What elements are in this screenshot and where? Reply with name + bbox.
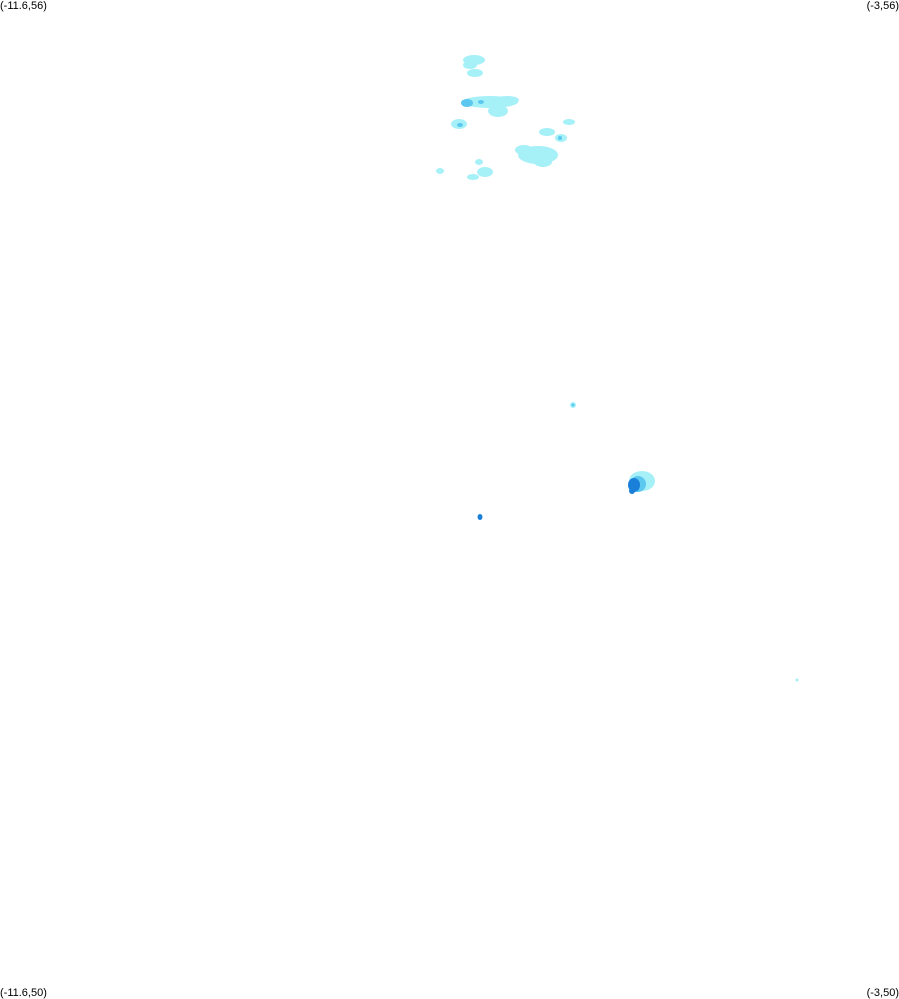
precipitation-cell	[534, 157, 552, 167]
precipitation-cell	[475, 159, 483, 165]
precipitation-cell	[467, 69, 483, 77]
precipitation-cell	[478, 100, 484, 104]
precipitation-cell	[477, 514, 483, 520]
precipitation-cell	[477, 167, 493, 177]
corner-label-bottom-right: (-3,50)	[866, 987, 899, 999]
precipitation-cell	[467, 174, 479, 180]
precipitation-cell	[495, 96, 519, 104]
precipitation-cell	[488, 105, 508, 117]
precipitation-cell	[629, 488, 635, 494]
precipitation-cell	[795, 678, 799, 682]
precipitation-cell	[515, 145, 533, 155]
precipitation-cell	[563, 119, 575, 125]
corner-label-top-left: (-11.6,56)	[0, 0, 47, 12]
precipitation-cell	[461, 99, 473, 107]
corner-label-bottom-left: (-11.6,50)	[0, 987, 47, 999]
precipitation-cell	[463, 61, 477, 69]
precipitation-cell	[571, 403, 575, 407]
precipitation-cell	[436, 168, 444, 174]
precipitation-cell	[558, 136, 562, 140]
precipitation-cell	[539, 128, 555, 136]
corner-label-top-right: (-3,56)	[866, 0, 899, 12]
precipitation-cell	[457, 123, 463, 127]
